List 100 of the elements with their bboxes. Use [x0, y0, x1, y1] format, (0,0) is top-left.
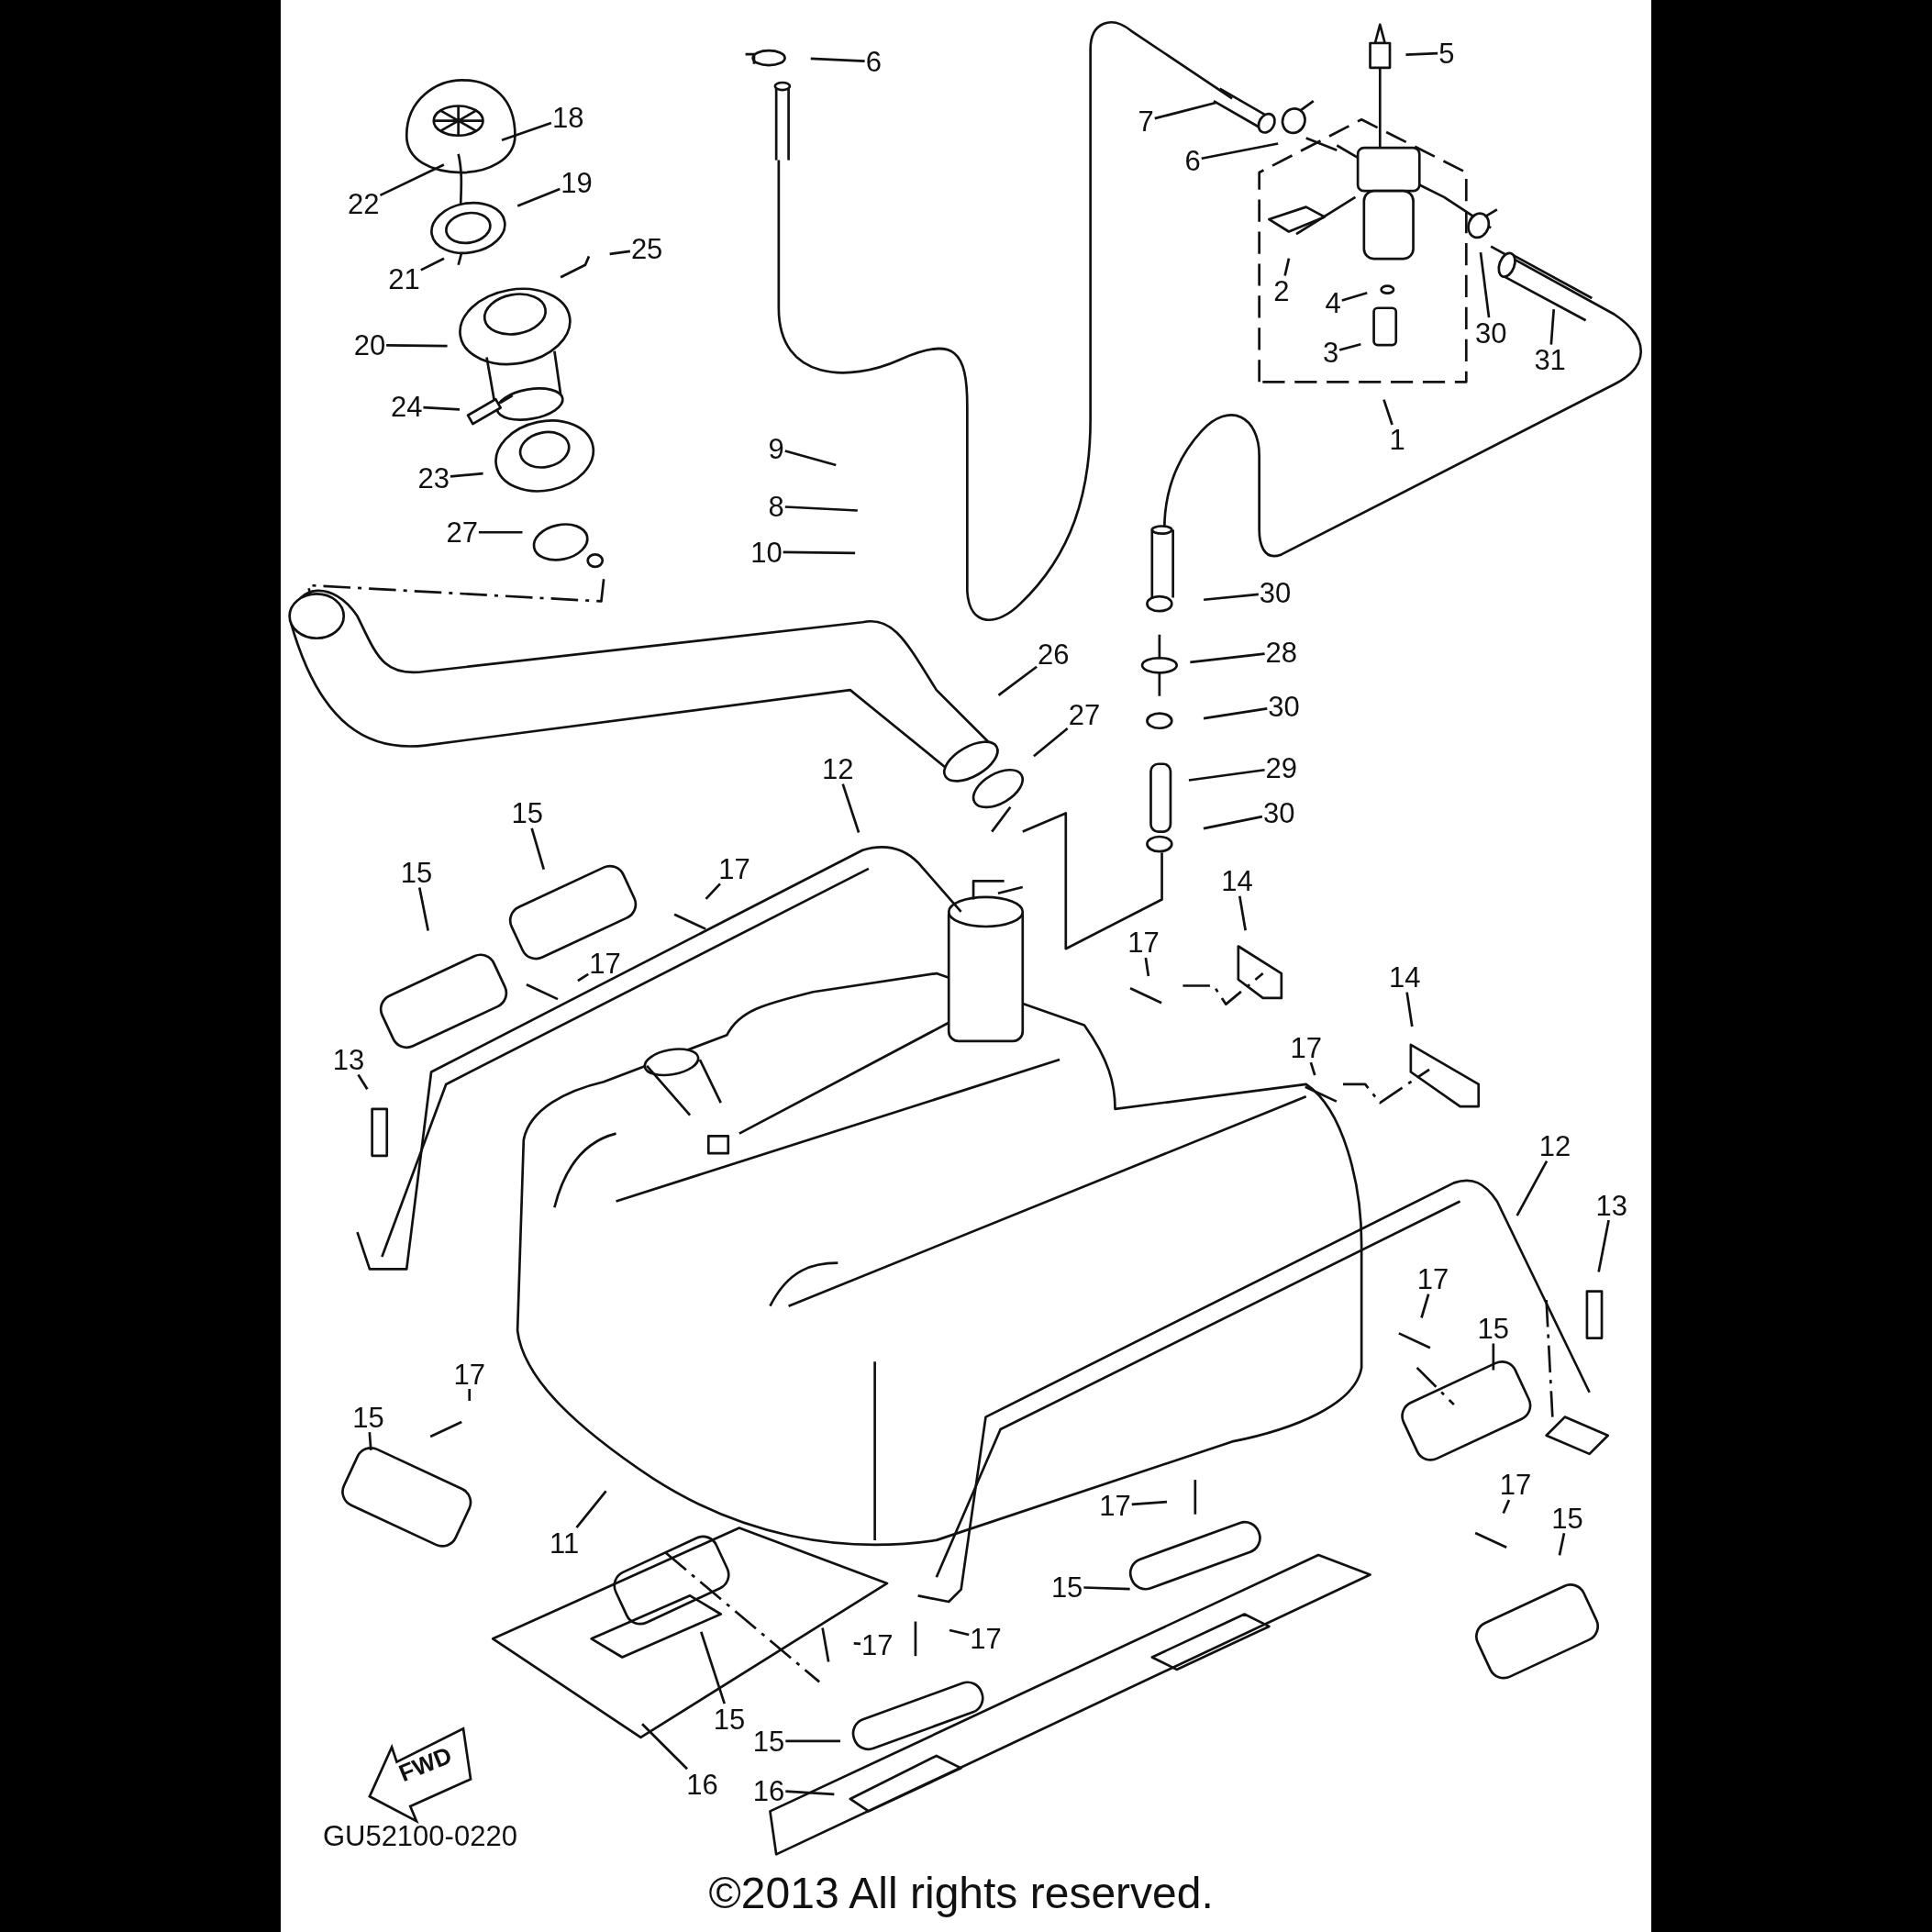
- leader-line: [783, 550, 856, 555]
- part-code: GU52100-0220: [322, 1821, 517, 1850]
- leader-line: [386, 343, 448, 348]
- callout-number: 15: [751, 1726, 786, 1757]
- leader-line: [1283, 258, 1291, 276]
- callout-number: 25: [629, 233, 664, 264]
- leader-line: [1479, 252, 1491, 318]
- leader-line: [1338, 342, 1361, 351]
- callout-number: 14: [1220, 865, 1254, 896]
- callout-number: 14: [1387, 961, 1422, 993]
- callout-number: 18: [550, 102, 585, 133]
- callout-number: 10: [749, 537, 783, 568]
- callout-number: 11: [549, 1527, 581, 1559]
- callout-number: 17: [1289, 1032, 1323, 1063]
- leader-line: [784, 505, 858, 512]
- callout-number: 30: [1258, 577, 1293, 608]
- callout-number: 17: [1127, 927, 1160, 958]
- leader-line: [1144, 957, 1150, 977]
- callout-number: 29: [1264, 752, 1299, 783]
- callout-number: 15: [1550, 1503, 1584, 1534]
- leader-line: [1382, 399, 1393, 426]
- leader-line: [530, 827, 546, 870]
- leader-line: [417, 887, 429, 931]
- leader-line: [1405, 51, 1438, 57]
- leader-line: [1190, 652, 1265, 664]
- callout-number: 31: [1533, 344, 1567, 375]
- callout-number: 4: [1324, 287, 1342, 318]
- leader-line: [1203, 707, 1268, 720]
- callout-number: 16: [751, 1775, 786, 1806]
- callout-number: 5: [1438, 38, 1456, 69]
- leader-line: [1405, 992, 1414, 1027]
- callout-number: 15: [510, 797, 545, 828]
- callout-number: 17: [969, 1623, 1003, 1654]
- callout-number: 12: [1538, 1130, 1572, 1161]
- leader-line: [705, 883, 721, 900]
- callout-number: 17: [452, 1359, 486, 1390]
- leader-line: [1083, 1586, 1130, 1591]
- callout-number: 17: [1416, 1263, 1450, 1294]
- leader-line: [1420, 1294, 1430, 1318]
- leader-line: [357, 1073, 369, 1090]
- leader-line: [1597, 1219, 1610, 1272]
- leader-line: [1188, 768, 1265, 782]
- leader-line: [379, 163, 445, 197]
- callout-number: 8: [767, 491, 785, 522]
- callout-number: 22: [346, 188, 381, 219]
- leader-line: [641, 1723, 688, 1771]
- leader-line: [478, 530, 523, 534]
- leader-line: [1492, 1343, 1495, 1371]
- leader-line: [501, 121, 552, 141]
- callout-number: 15: [1049, 1571, 1084, 1603]
- leader-line: [785, 1790, 835, 1796]
- callout-number: 28: [1264, 637, 1299, 667]
- leader-line: [1238, 895, 1247, 931]
- leader-line: [368, 1432, 372, 1450]
- leader-line: [784, 450, 837, 467]
- leader-line: [700, 1631, 726, 1704]
- leader-line: [516, 187, 561, 207]
- callout-number: 27: [445, 516, 479, 548]
- callout-number: 7: [1137, 105, 1155, 137]
- callout-number: 24: [390, 391, 424, 422]
- callout-number: 21: [387, 263, 421, 294]
- callout-number: 20: [352, 329, 387, 361]
- leader-line: [997, 665, 1038, 696]
- leader-line: [1309, 1061, 1316, 1076]
- callout-number: 17: [861, 1629, 894, 1660]
- leader-line: [949, 1628, 970, 1637]
- leader-line: [1201, 142, 1279, 161]
- leader-line: [575, 1490, 607, 1528]
- callout-number: 13: [331, 1044, 366, 1075]
- callout-number: 30: [1267, 691, 1301, 722]
- callout-number: 17: [1098, 1490, 1132, 1521]
- leader-line: [1131, 1500, 1168, 1506]
- leader-line: [810, 57, 865, 63]
- leader-line: [1549, 308, 1556, 345]
- callout-number: 6: [1183, 145, 1202, 176]
- callout-number: 30: [1473, 317, 1508, 349]
- leader-line: [420, 257, 445, 272]
- leader-line: [577, 972, 589, 983]
- callout-number: 17: [588, 948, 622, 979]
- callout-number: 15: [351, 1402, 385, 1433]
- leader-line: [450, 472, 483, 478]
- callout-number: 17: [717, 853, 751, 884]
- leader-line: [1516, 1160, 1549, 1216]
- leader-line: [1558, 1532, 1566, 1556]
- leader-line: [468, 1389, 472, 1402]
- leader-line: [1502, 1499, 1511, 1514]
- leader-line: [1033, 727, 1069, 758]
- leader-line: [853, 1642, 861, 1646]
- callout-number: 19: [560, 167, 594, 198]
- callout-number: 9: [767, 433, 785, 464]
- callout-number: 15: [399, 857, 434, 888]
- leader-line: [1204, 593, 1259, 602]
- direction-label: FWD: [395, 1743, 455, 1786]
- copyright-notice: ©2013 All rights reserved.: [708, 1871, 1214, 1916]
- leader-line: [1203, 815, 1263, 830]
- leader-line: [841, 783, 861, 833]
- callout-number: 30: [1261, 797, 1296, 828]
- leader-line: [1154, 101, 1217, 120]
- callout-number: 13: [1594, 1190, 1628, 1221]
- callout-number: 26: [1037, 638, 1071, 670]
